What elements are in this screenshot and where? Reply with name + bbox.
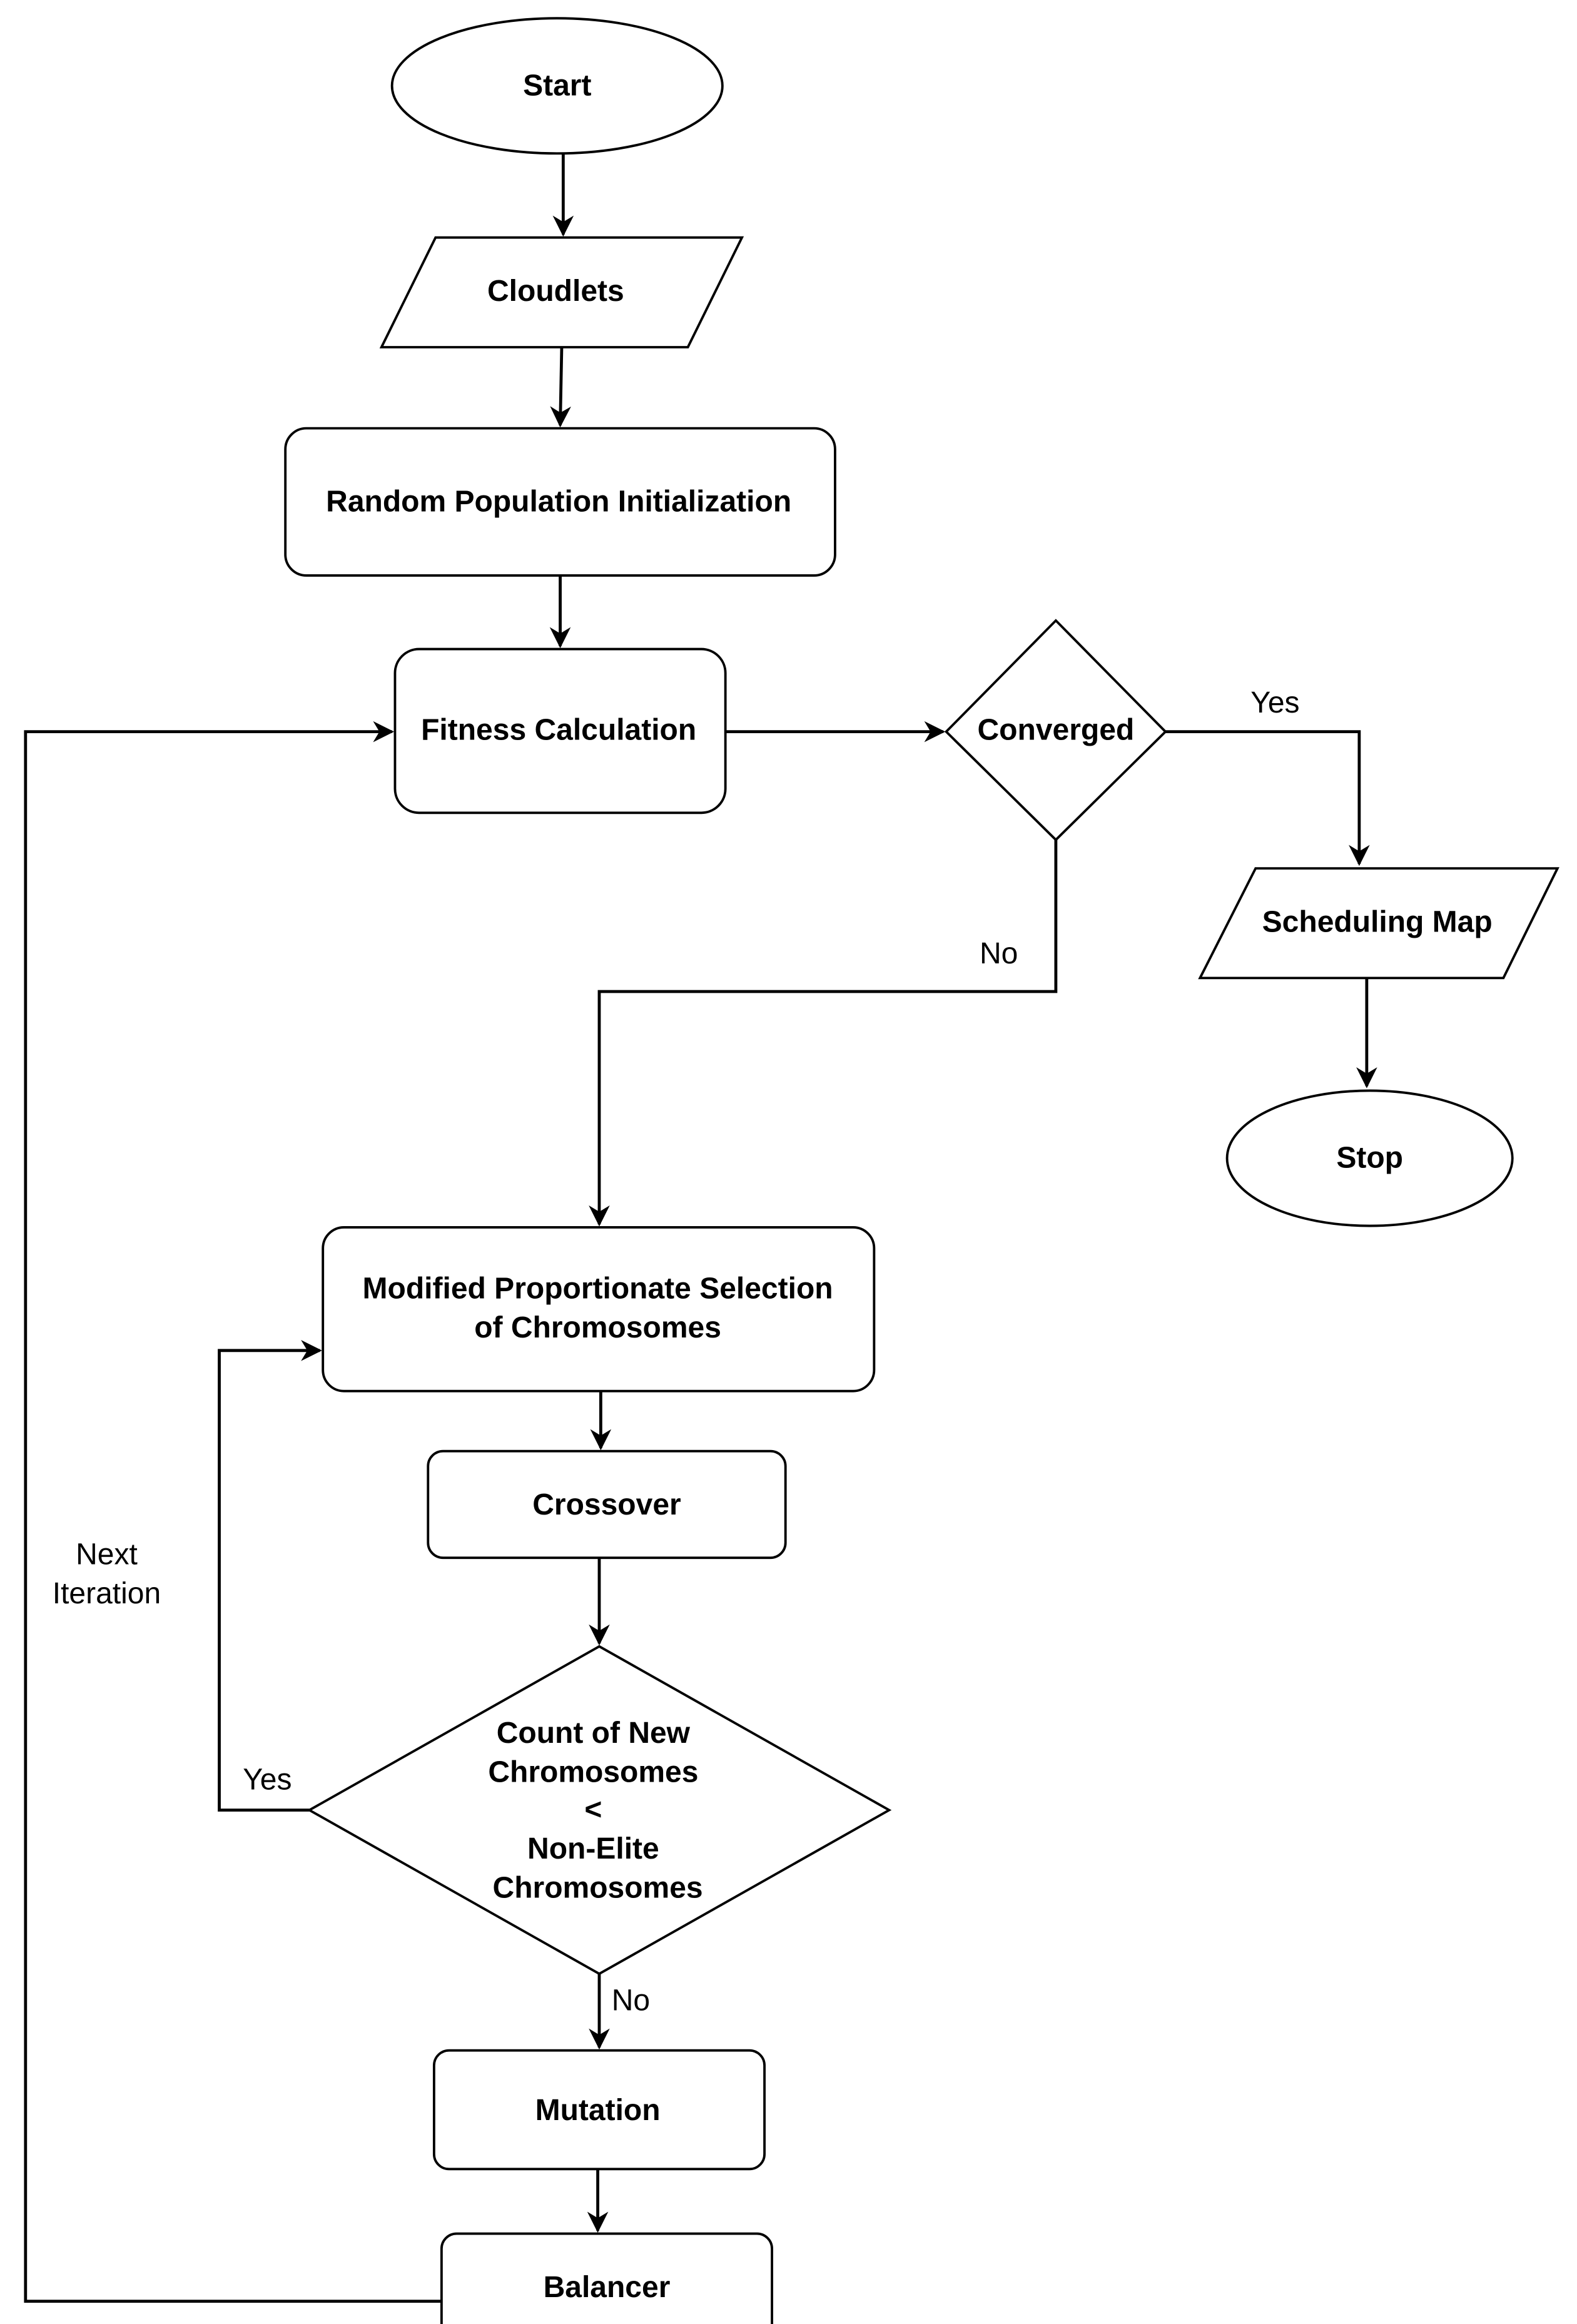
node-mutation: Mutation: [432, 2049, 766, 2171]
edge-label-converged-yes: Yes: [1250, 686, 1299, 719]
node-selection-label-1: Modified Proportionate Selection: [363, 1272, 833, 1305]
node-start: Start: [390, 17, 724, 155]
node-fitness: Fitness Calculation: [393, 647, 727, 814]
edge-label-count-no: No: [612, 1984, 650, 2017]
node-crossover: Crossover: [427, 1449, 787, 1560]
node-mutation-label: Mutation: [535, 2094, 661, 2127]
node-random-init-label: Random Population Initialization: [326, 485, 791, 518]
edge-cloudlets-init: [550, 347, 571, 428]
edge-count-yes: [218, 1340, 322, 1812]
edge-label-next-iteration-1: Next: [76, 1538, 138, 1571]
edge-label-next-iteration-2: Iteration: [53, 1577, 161, 1610]
node-count-check-label-2: Chromosomes: [488, 1756, 698, 1789]
node-count-check-label-4: Non-Elite: [527, 1832, 659, 1865]
edge-converged-yes: [1165, 730, 1370, 866]
node-balancer: Balancer: [440, 2232, 774, 2324]
node-cloudlets-label: Cloudlets: [487, 275, 624, 308]
node-cloudlets: Cloudlets: [379, 236, 744, 348]
node-fitness-label: Fitness Calculation: [421, 713, 696, 746]
edge-converged-no: [589, 840, 1058, 1227]
node-balancer-label: Balancer: [544, 2271, 671, 2304]
edge-next-iteration: [24, 721, 442, 2303]
node-stop-label: Stop: [1336, 1142, 1403, 1175]
node-converged-label: Converged: [978, 713, 1135, 746]
node-scheduling-map: Scheduling Map: [1198, 867, 1559, 980]
node-stop: Stop: [1225, 1089, 1514, 1227]
node-crossover-label: Crossover: [532, 1488, 681, 1521]
edge-label-converged-no: No: [980, 937, 1018, 970]
node-random-init: Random Population Initialization: [284, 427, 836, 577]
node-scheduling-map-label: Scheduling Map: [1262, 906, 1493, 939]
node-count-check-label-3: <: [584, 1794, 602, 1827]
edge-label-count-yes: Yes: [243, 1763, 292, 1797]
node-count-check-label-5: Chromosomes: [493, 1871, 703, 1904]
node-count-check-label-1: Count of New: [497, 1717, 691, 1750]
node-count-check: Count of New Chromosomes < Non-Elite Chr…: [307, 1645, 892, 1976]
node-selection: Modified Proportionate Selection of Chro…: [322, 1226, 876, 1393]
node-converged: Converged: [944, 619, 1167, 842]
node-start-label: Start: [523, 69, 591, 102]
node-selection-label-2: of Chromosomes: [474, 1311, 721, 1344]
